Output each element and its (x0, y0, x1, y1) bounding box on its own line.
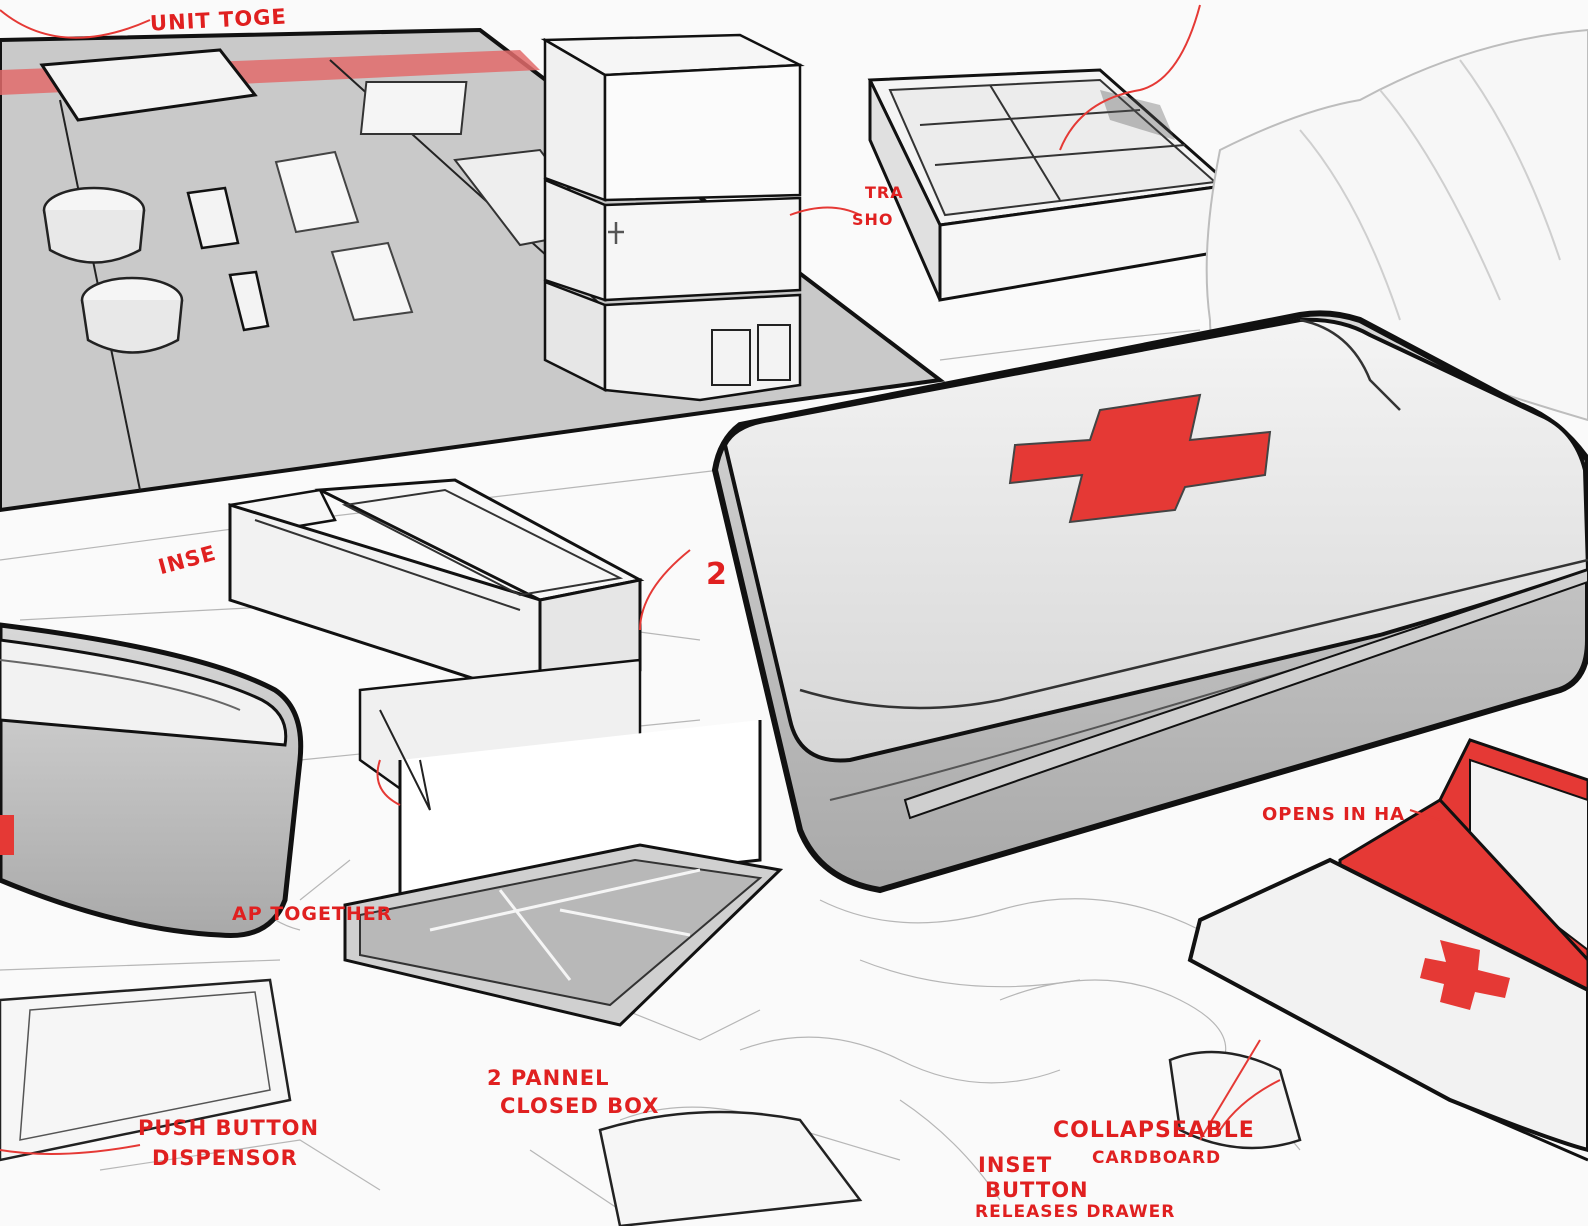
annotation-two-panel-2: CLOSED BOX (500, 1094, 660, 1118)
annotation-two-panel-1: 2 PANNEL (487, 1066, 610, 1090)
snap-together-boxes (228, 478, 762, 902)
annotation-collapsable-2: CARDBOARD (1092, 1148, 1222, 1168)
annotation-number-two: 2 (706, 557, 728, 592)
annotation-collapsable-1: COLLAPSEABLE (1053, 1118, 1255, 1143)
annotation-push-button-1: PUSH BUTTON (138, 1116, 320, 1140)
annotation-push-button-2: DISPENSOR (152, 1146, 298, 1170)
annotation-tray: TRA (865, 183, 904, 202)
annotation-opens-in-half: OPENS IN HA (1262, 804, 1406, 825)
opens-in-half-box (1187, 738, 1588, 1162)
divided-tray (343, 843, 784, 1027)
annotation-inset-1: INSET (978, 1153, 1053, 1177)
stacked-box-concept (540, 33, 805, 402)
annotation-inset-2: BUTTON (985, 1178, 1089, 1202)
annotation-show: SHO (852, 210, 894, 229)
tray-box-concept (867, 68, 1234, 302)
annotation-snap-together: AP TOGETHER (232, 903, 393, 925)
annotation-leader-lines (0, 4, 1441, 1155)
first-aid-case (711, 310, 1588, 894)
bottom-sketches (0, 978, 1302, 1226)
left-pill-case (0, 622, 304, 939)
annotation-inset-3: RELEASES DRAWER (975, 1202, 1176, 1222)
